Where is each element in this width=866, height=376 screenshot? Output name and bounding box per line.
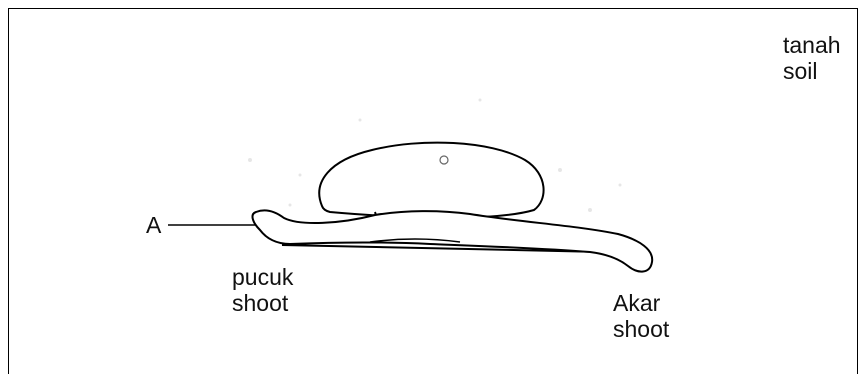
root-label-english: shoot — [613, 316, 669, 342]
root-label: Akar shoot — [613, 290, 669, 342]
shoot-label-malay: pucuk — [232, 264, 293, 290]
soil-label: tanah soil — [783, 32, 841, 84]
shoot-label-english: shoot — [232, 290, 293, 316]
cotyledon-shape — [319, 143, 543, 218]
shoot-label: pucuk shoot — [232, 264, 293, 316]
cotyledon-spot — [440, 156, 448, 164]
root-label-malay: Akar — [613, 290, 669, 316]
soil-label-english: soil — [783, 58, 841, 84]
pointer-label-A: A — [146, 212, 161, 238]
soil-label-malay: tanah — [783, 32, 841, 58]
